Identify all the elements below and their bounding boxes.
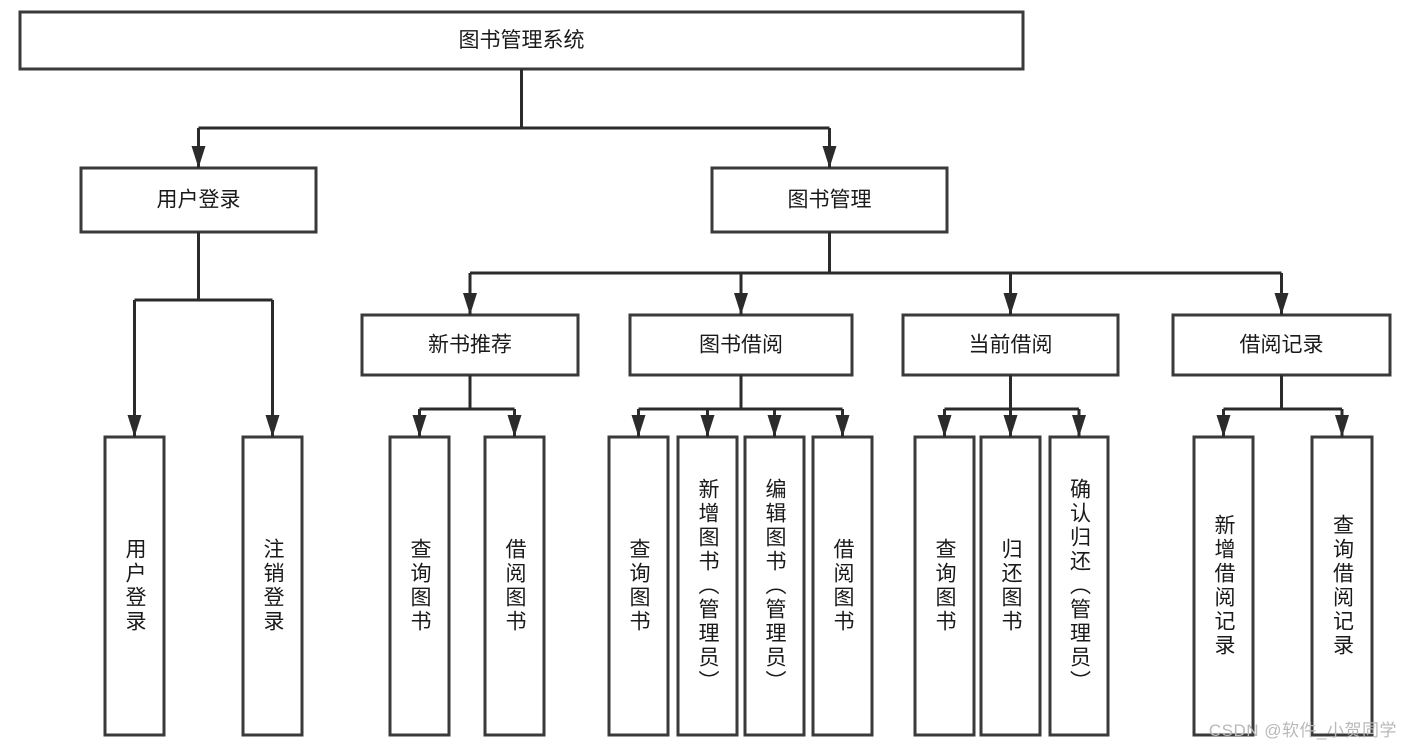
node-box-add-borrow-record[interactable] [1192,435,1255,737]
arrow-head-icon [412,415,427,437]
arrow-head-icon [265,415,280,437]
arrow-head-icon [835,415,850,437]
arrow-head-icon [700,415,715,437]
arrow-head-icon [631,415,646,437]
arrow-head-icon [1003,293,1018,315]
node-box-query-borrow-record[interactable] [1310,435,1374,737]
arrow-head-icon [1216,415,1231,437]
node-box-user-login[interactable] [79,166,318,234]
arrow-head-icon [127,415,142,437]
arrow-head-icon [822,146,837,168]
node-box-query-book-1[interactable] [388,435,451,737]
arrow-head-icon [1335,415,1349,437]
node-box-root[interactable] [18,10,1025,71]
node-label-book-management: 图书管理 [788,189,872,212]
watermark: CSDN @软件_小贺同学 [1208,721,1397,740]
node-box-query-book-3[interactable] [913,435,976,737]
arrow-head-icon [507,415,522,437]
node-box-return-book[interactable] [979,435,1042,737]
node-label-root: 图书管理系统 [459,29,585,52]
node-box-user-login-do[interactable] [103,435,166,737]
node-box-borrow-book-2[interactable] [811,435,874,737]
node-label-user-login: 用户登录 [157,189,241,212]
node-label-new-book-recommend: 新书推荐 [428,334,512,357]
node-box-borrow-book-1[interactable] [483,435,546,737]
node-box-user-logout[interactable] [241,435,304,737]
node-box-query-book-2[interactable] [607,435,670,737]
arrow-head-icon [767,415,782,437]
node-label-current-borrow: 当前借阅 [969,334,1053,357]
arrow-head-icon [463,293,477,315]
arrow-head-icon [937,415,952,437]
node-box-add-book-admin[interactable] [676,435,739,737]
node-box-edit-book-admin[interactable] [743,435,806,737]
node-label-book-borrow: 图书借阅 [699,334,783,357]
node-label-borrow-record: 借阅记录 [1240,334,1324,357]
arrow-head-icon [734,293,748,315]
arrow-head-icon [1003,415,1018,437]
arrow-head-icon [191,146,206,168]
arrow-head-icon [1274,293,1289,315]
arrow-head-icon [1072,415,1086,437]
node-box-confirm-return-admin[interactable] [1048,435,1110,737]
